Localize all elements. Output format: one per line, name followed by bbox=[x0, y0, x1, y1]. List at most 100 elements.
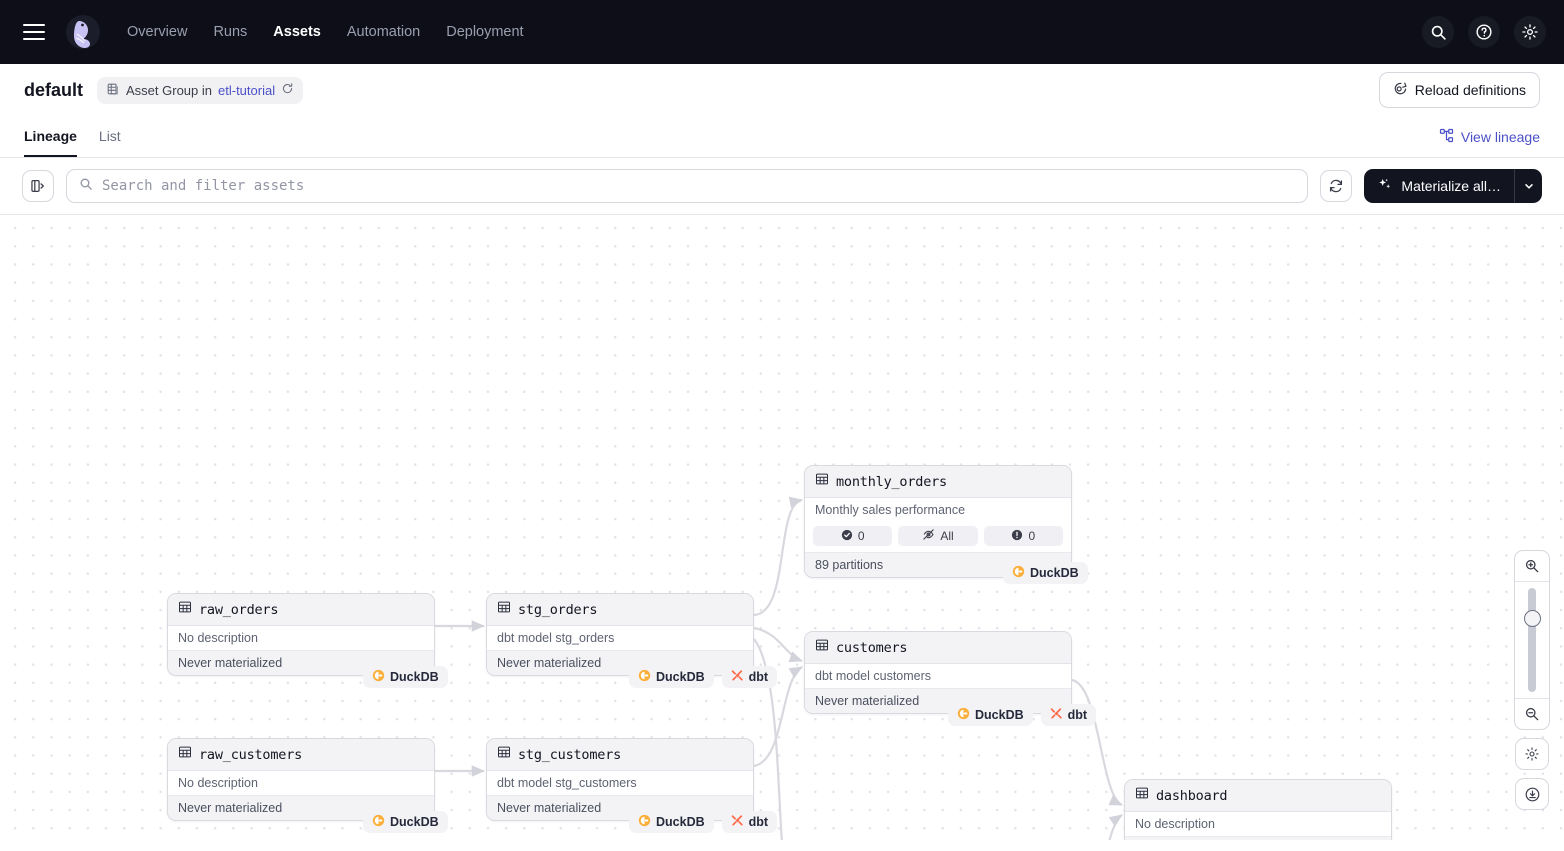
asset-node-header: raw_customers bbox=[168, 739, 434, 771]
panel-toggle-icon[interactable] bbox=[22, 170, 54, 202]
tab-list[interactable]: List bbox=[98, 128, 121, 144]
asset-node-title: raw_customers bbox=[199, 746, 303, 763]
zoom-slider[interactable] bbox=[1515, 582, 1549, 698]
zoom-slider-track bbox=[1528, 588, 1536, 692]
tag-duckdb[interactable]: DuckDB bbox=[363, 666, 448, 688]
tag-label: dbt bbox=[748, 815, 769, 829]
tag-label: dbt bbox=[748, 670, 769, 684]
tag-dbt[interactable]: dbt bbox=[1040, 704, 1097, 726]
asset-node-tags: DuckDB dbt bbox=[629, 811, 778, 833]
duckdb-icon bbox=[638, 669, 651, 685]
partition-chip-label: All bbox=[940, 529, 954, 543]
settings-icon[interactable] bbox=[1514, 16, 1546, 48]
duckdb-icon bbox=[1012, 565, 1025, 581]
zoom-slider-knob[interactable] bbox=[1523, 610, 1541, 627]
asset-node-description: dbt model customers bbox=[805, 664, 1071, 688]
asset-node-header: raw_orders bbox=[168, 594, 434, 626]
tab-lineage[interactable]: Lineage bbox=[24, 128, 77, 157]
tag-dbt[interactable]: dbt bbox=[721, 811, 778, 833]
asset-group-icon bbox=[106, 82, 120, 99]
search-field-wrapper[interactable] bbox=[66, 169, 1309, 203]
nav-links: Overview Runs Assets Automation Deployme… bbox=[127, 24, 524, 40]
table-icon bbox=[1135, 786, 1149, 805]
zoom-in-icon[interactable] bbox=[1515, 551, 1549, 581]
duckdb-icon bbox=[957, 707, 970, 723]
materialize-all-button[interactable]: Materialize all… bbox=[1364, 169, 1514, 203]
asset-node-title: dashboard bbox=[1156, 787, 1228, 804]
nav-item-assets[interactable]: Assets bbox=[273, 24, 321, 40]
tag-label: DuckDB bbox=[656, 670, 705, 684]
duckdb-icon bbox=[372, 814, 385, 830]
reload-icon bbox=[1393, 81, 1408, 99]
table-icon bbox=[178, 600, 192, 619]
materialize-all-button-group[interactable]: Materialize all… bbox=[1364, 169, 1542, 203]
download-circle-icon[interactable] bbox=[1515, 778, 1549, 810]
refresh-graph-button[interactable] bbox=[1320, 170, 1353, 202]
view-lineage-label: View lineage bbox=[1460, 129, 1540, 145]
asset-group-badge[interactable]: Asset Group in etl-tutorial bbox=[97, 76, 304, 104]
asset-node-tags: DuckDB dbt bbox=[948, 704, 1097, 726]
nav-item-overview[interactable]: Overview bbox=[127, 24, 188, 40]
search-icon bbox=[79, 177, 93, 196]
tag-label: DuckDB bbox=[390, 670, 439, 684]
tag-duckdb[interactable]: DuckDB bbox=[629, 666, 714, 688]
tag-duckdb[interactable]: DuckDB bbox=[1003, 562, 1088, 584]
materialize-dropdown-caret[interactable] bbox=[1514, 169, 1542, 203]
zoom-slider-stack bbox=[1514, 550, 1550, 730]
table-icon bbox=[815, 638, 829, 657]
lineage-icon bbox=[1439, 128, 1454, 146]
dbt-icon bbox=[731, 669, 744, 685]
top-navigation-bar: Overview Runs Assets Automation Deployme… bbox=[0, 0, 1564, 64]
asset-node-title: raw_orders bbox=[199, 601, 279, 618]
tag-duckdb[interactable]: DuckDB bbox=[948, 704, 1033, 726]
partition-chip-label: 0 bbox=[857, 529, 865, 543]
asset-node-header: customers bbox=[805, 632, 1071, 664]
partition-chip[interactable]: 0 bbox=[983, 526, 1063, 546]
tag-label: DuckDB bbox=[656, 815, 705, 829]
help-icon[interactable] bbox=[1468, 16, 1500, 48]
asset-node-description: No description bbox=[168, 626, 434, 650]
asset-node-description: dbt model stg_orders bbox=[487, 626, 753, 650]
duckdb-icon bbox=[638, 814, 651, 830]
view-lineage-link[interactable]: View lineage bbox=[1439, 128, 1540, 146]
asset-group-prefix: Asset Group in bbox=[126, 82, 213, 98]
graph-settings-button[interactable] bbox=[1515, 738, 1549, 770]
nav-item-automation[interactable]: Automation bbox=[346, 24, 421, 40]
asset-node-tags: DuckDB dbt bbox=[629, 666, 778, 688]
partition-chip[interactable]: 0 bbox=[813, 526, 893, 546]
tag-dbt[interactable]: dbt bbox=[721, 666, 778, 688]
table-icon bbox=[178, 745, 192, 764]
refresh-icon[interactable] bbox=[281, 82, 294, 98]
tag-label: dbt bbox=[1067, 708, 1088, 722]
nav-item-runs[interactable]: Runs bbox=[213, 24, 248, 40]
page-title: default bbox=[24, 79, 84, 100]
partition-chip[interactable]: All bbox=[898, 526, 978, 546]
tag-duckdb[interactable]: DuckDB bbox=[629, 811, 714, 833]
asset-node-title: monthly_orders bbox=[836, 473, 947, 490]
partition-status-chips: 0 All 0 bbox=[805, 522, 1071, 552]
nav-item-deployment[interactable]: Deployment bbox=[446, 24, 524, 40]
asset-node-description: Monthly sales performance bbox=[805, 498, 1071, 522]
asset-group-link[interactable]: etl-tutorial bbox=[218, 82, 276, 98]
hamburger-icon[interactable] bbox=[23, 24, 45, 40]
exclamation-circle-icon bbox=[1011, 529, 1023, 544]
asset-node-header: monthly_orders bbox=[805, 466, 1071, 498]
reload-definitions-button[interactable]: Reload definitions bbox=[1378, 72, 1540, 108]
asset-node-header: dashboard bbox=[1125, 780, 1391, 812]
zoom-out-icon[interactable] bbox=[1515, 699, 1549, 729]
tag-duckdb[interactable]: DuckDB bbox=[363, 811, 448, 833]
search-input[interactable] bbox=[102, 178, 1296, 194]
search-icon[interactable] bbox=[1422, 16, 1454, 48]
check-circle-icon bbox=[841, 529, 853, 544]
dagster-logo[interactable] bbox=[65, 14, 101, 50]
table-icon bbox=[497, 745, 511, 764]
graph-toolbar: Materialize all… bbox=[0, 158, 1564, 215]
